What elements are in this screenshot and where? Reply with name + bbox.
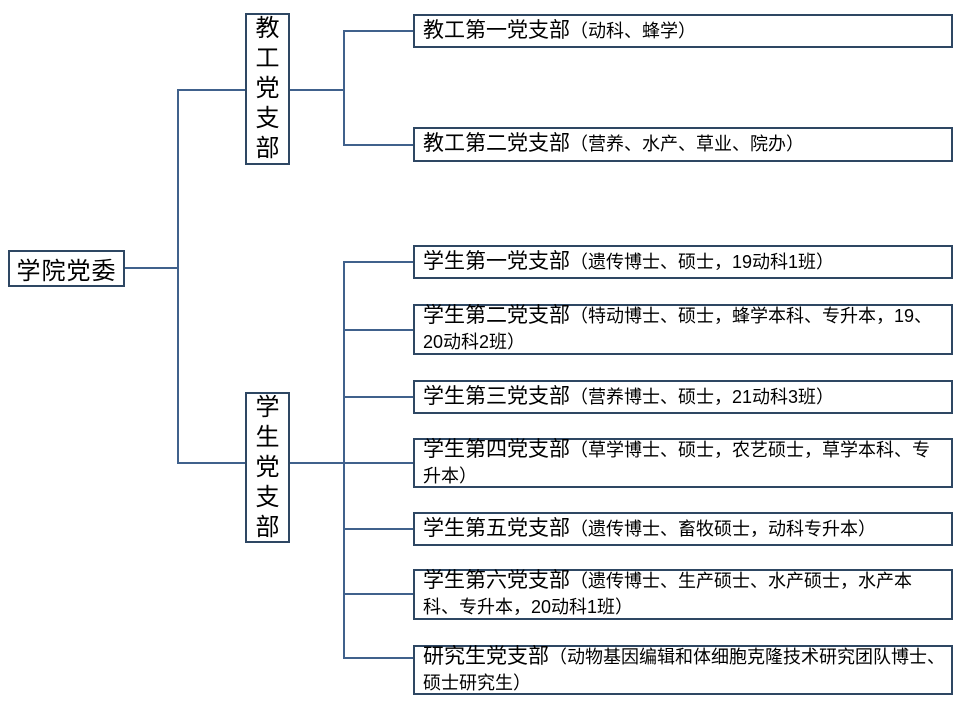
connector-root-to-trunk <box>125 267 179 269</box>
branch-name: 学生第六党支部 <box>423 569 570 592</box>
branch-name: 教工第二党支部 <box>423 132 570 155</box>
branch-box-student-1: 学生第一党支部（遗传博士、硕士，19动科1班） <box>413 245 953 279</box>
branch-box-student-2: 学生第二党支部（特动博士、硕士，蜂学本科、专升本，19、20动科2班） <box>413 304 953 355</box>
connector-student-trunk <box>343 261 345 659</box>
connector-faculty-trunk <box>343 30 345 146</box>
branch-box-graduate: 研究生党支部（动物基因编辑和体细胞克隆技术研究团队博士、硕士研究生） <box>413 645 953 695</box>
branch-detail: （营养博士、硕士，21动科3班） <box>570 386 835 407</box>
branch-text: 研究生党支部（动物基因编辑和体细胞克隆技术研究团队博士、硕士研究生） <box>415 643 951 698</box>
connector-to-faculty-branch-1 <box>343 30 413 32</box>
branch-detail: （遗传博士、硕士，19动科1班） <box>570 251 835 272</box>
connector-to-student-branch-5 <box>343 528 413 530</box>
branch-box-faculty-2: 教工第二党支部（营养、水产、草业、院办） <box>413 127 953 162</box>
branch-name: 学生第一党支部 <box>423 249 570 273</box>
branch-detail: （动科、蜂学） <box>570 20 696 41</box>
branch-box-student-4: 学生第四党支部（草学博士、硕士，农艺硕士，草学本科、专升本） <box>413 438 953 488</box>
connector-faculty-group-out <box>289 89 345 91</box>
faculty-group-label: 教工党支部 <box>255 15 280 162</box>
branch-detail: （草学博士、硕士，农艺硕士，草学本科、专升本） <box>423 439 930 486</box>
branch-text: 学生第六党支部（遗传博士、生产硕士、水产硕士，水产本科、专升本，20动科1班） <box>415 567 951 622</box>
branch-text: 学生第二党支部（特动博士、硕士，蜂学本科、专升本，19、20动科2班） <box>415 302 951 357</box>
branch-text: 学生第四党支部（草学博士、硕士，农艺硕士，草学本科、专升本） <box>415 436 951 491</box>
branch-box-student-6: 学生第六党支部（遗传博士、生产硕士、水产硕士，水产本科、专升本，20动科1班） <box>413 569 953 620</box>
branch-text: 学生第三党支部（营养博士、硕士，21动科3班） <box>415 383 840 412</box>
branch-detail: （动物基因编辑和体细胞克隆技术研究团队博士、硕士研究生） <box>423 646 945 693</box>
branch-detail: （特动博士、硕士，蜂学本科、专升本，19、20动科2班） <box>423 306 933 352</box>
group-box-student-party-branch: 学生党支部 <box>245 392 290 543</box>
branch-name: 学生第五党支部 <box>423 516 570 540</box>
connector-to-graduate-branch <box>343 657 413 659</box>
branch-name: 教工第一党支部 <box>423 18 570 42</box>
branch-text: 学生第一党支部（遗传博士、硕士，19动科1班） <box>415 248 840 277</box>
connector-trunk-to-student-group <box>177 462 245 464</box>
group-box-faculty-party-branch: 教工党支部 <box>245 13 290 165</box>
branch-text: 教工第二党支部（营养、水产、草业、院办） <box>415 130 810 159</box>
connector-student-group-out <box>289 462 345 464</box>
branch-detail: （遗传博士、畜牧硕士，动科专升本） <box>570 518 876 539</box>
branch-detail: （营养、水产、草业、院办） <box>570 134 804 154</box>
branch-name: 学生第四党支部 <box>423 437 570 461</box>
branch-text: 学生第五党支部（遗传博士、畜牧硕士，动科专升本） <box>415 515 882 544</box>
connector-to-student-branch-6 <box>343 593 413 595</box>
root-label: 学院党委 <box>16 258 117 285</box>
student-group-label: 学生党支部 <box>255 393 280 541</box>
connector-to-student-branch-2 <box>343 329 413 331</box>
connector-trunk-to-faculty-group <box>177 89 245 91</box>
branch-name: 学生第三党支部 <box>423 384 570 408</box>
branch-detail: （遗传博士、生产硕士、水产硕士，水产本科、专升本，20动科1班） <box>423 571 912 617</box>
branch-name: 研究生党支部 <box>423 644 549 668</box>
connector-to-student-branch-4 <box>343 462 413 464</box>
connector-to-student-branch-3 <box>343 396 413 398</box>
branch-box-student-3: 学生第三党支部（营养博士、硕士，21动科3班） <box>413 380 953 414</box>
branch-text: 教工第一党支部（动科、蜂学） <box>415 17 702 46</box>
connector-main-trunk <box>177 89 179 464</box>
branch-name: 学生第二党支部 <box>423 304 570 327</box>
root-box-college-party-committee: 学院党委 <box>8 250 125 287</box>
connector-to-faculty-branch-2 <box>343 144 413 146</box>
branch-box-faculty-1: 教工第一党支部（动科、蜂学） <box>413 14 953 48</box>
branch-box-student-5: 学生第五党支部（遗传博士、畜牧硕士，动科专升本） <box>413 512 953 546</box>
connector-to-student-branch-1 <box>343 261 413 263</box>
